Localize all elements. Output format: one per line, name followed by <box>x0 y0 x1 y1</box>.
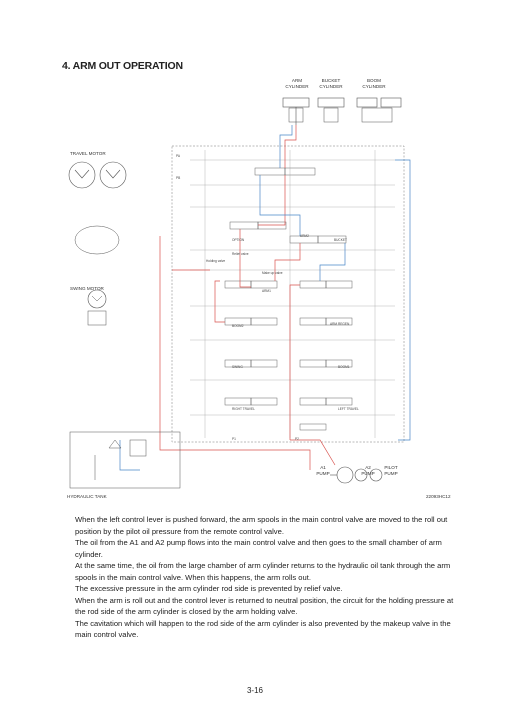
swing-label: SWING <box>232 365 243 369</box>
option-label: OPTION <box>232 238 245 242</box>
internal-passages <box>190 150 395 438</box>
a2-pump-label-1: A2 <box>365 465 371 470</box>
paragraph: When the arm is roll out and the control… <box>75 595 454 617</box>
bucket-cylinder-label-2: CYLINDER <box>319 84 343 89</box>
hydraulic-tank-label: HYDRAULIC TANK <box>67 494 108 499</box>
makeup-valve-label: Make up valve <box>262 271 283 275</box>
relief-valve-label: Relief valve <box>232 252 249 256</box>
hydraulic-circuit-diagram: ARM CYLINDER BUCKET CYLINDER BOOM CYLIND… <box>67 78 451 499</box>
main-control-valve-outline <box>171 145 405 443</box>
a1-pump-label-2: PUMP <box>316 471 329 476</box>
paragraph: At the same time, the oil from the large… <box>75 561 451 582</box>
paragraph: The oil from the A1 and A2 pump flows in… <box>75 538 442 559</box>
arm-cylinder-label-1: ARM <box>292 78 302 83</box>
boom1-label: BOOM1 <box>338 365 350 369</box>
port-p2-label: P2 <box>295 437 299 441</box>
holding-valve-label: Holding valve <box>206 259 225 263</box>
travel-motor <box>68 161 127 255</box>
port-p1-label: P1 <box>232 437 236 441</box>
hydraulic-tank <box>69 431 181 489</box>
arm-cylinder-label-2: CYLINDER <box>285 84 309 89</box>
port-pb-label: PB <box>176 176 180 180</box>
paragraph: The excessive pressure in the arm cylind… <box>75 584 343 593</box>
travel-motor-label: TRAVEL MOTOR <box>70 151 106 156</box>
arm1-label: ARM1 <box>262 289 271 293</box>
swing-motor <box>87 289 107 326</box>
travel-left-label: LEFT TRAVEL <box>338 407 359 411</box>
port-pa-label: PA <box>176 154 181 158</box>
a1-pump-label-1: A1 <box>320 465 326 470</box>
page-title: 4. ARM OUT OPERATION <box>62 60 183 72</box>
boom-cylinder-label-2: CYLINDER <box>362 84 386 89</box>
boom-cylinder-label-1: BOOM <box>367 78 381 83</box>
travel-right-label: RIGHT TRAVEL <box>232 407 255 411</box>
pilot-pump-label-2: PUMP <box>384 471 397 476</box>
arm2-label: ARM2 <box>300 234 309 238</box>
pumps <box>330 466 383 484</box>
figure-code: 22093HC12 <box>426 494 451 499</box>
bucket-label: BUCKET <box>334 238 347 242</box>
arm-regen-label: ARM REGEN <box>330 322 350 326</box>
a2-pump-label-2: PUMP <box>361 471 374 476</box>
bucket-cylinder-label-1: BUCKET <box>322 78 341 83</box>
boom2-label: BOOM2 <box>232 324 244 328</box>
paragraph: The cavitation which will happen to the … <box>75 618 451 640</box>
spool-blocks <box>224 167 353 431</box>
paragraph: When the left control lever is pushed fo… <box>75 515 448 536</box>
pilot-pump-label-1: PILOT <box>384 465 397 470</box>
page-number: 3-16 <box>246 686 263 695</box>
bucket-cylinder <box>317 97 345 123</box>
boom-cylinder <box>356 97 402 123</box>
pressure-lines <box>159 125 336 470</box>
swing-motor-label: SWING MOTOR <box>70 286 105 291</box>
return-lines <box>119 125 411 471</box>
arm-cylinder <box>282 97 310 125</box>
body-text: When the left control lever is pushed fo… <box>75 514 455 641</box>
